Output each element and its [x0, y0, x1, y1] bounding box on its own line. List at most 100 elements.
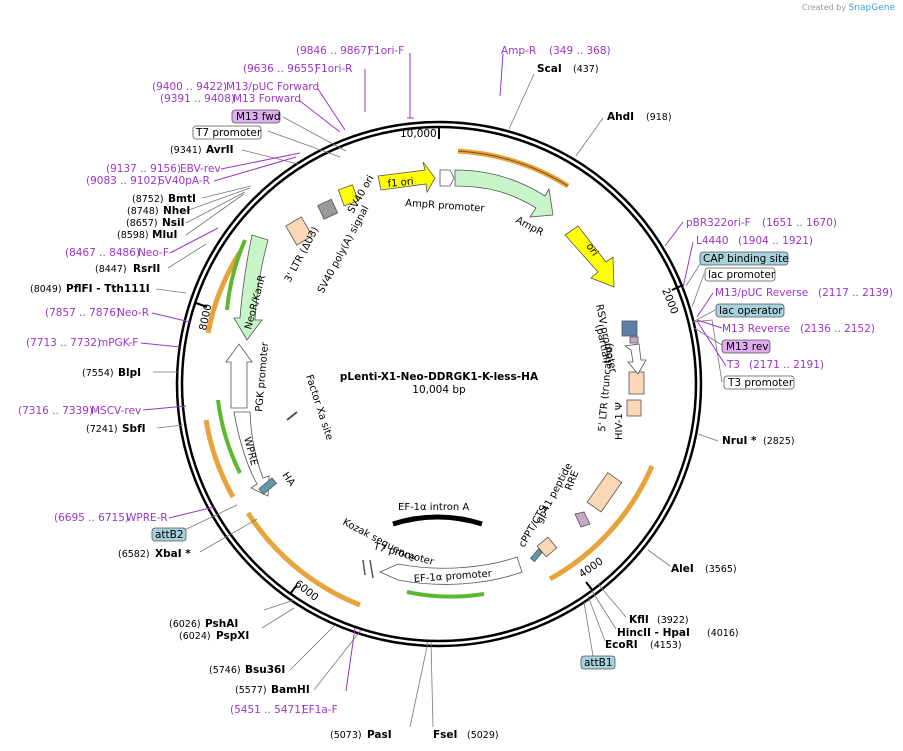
enzyme-nrui[interactable]: NruI *	[722, 435, 757, 447]
box-t3-promoter-label: T3 promoter	[727, 377, 794, 389]
primer-neo-f-range: (8467 .. 8486)	[65, 247, 140, 259]
enzyme-fsei[interactable]: FseI	[433, 729, 457, 741]
enzyme-bsu36i[interactable]: Bsu36I	[245, 664, 285, 676]
primer-wpre-r[interactable]: WPRE-R	[126, 512, 168, 524]
enzyme-pshai-pos: (6026)	[169, 619, 201, 630]
cppt-small-feature[interactable]	[530, 548, 543, 563]
enzyme-bamhi[interactable]: BamHI	[271, 684, 310, 696]
enzyme-sbfi[interactable]: SbfI	[122, 423, 146, 435]
f1-ori-feature[interactable]	[377, 161, 436, 194]
box-cap-binding-site-label: CAP binding site	[703, 253, 789, 265]
primer-amp-r[interactable]: Amp-R	[501, 45, 536, 57]
box-t3-promoter[interactable]: T3 promoter	[723, 375, 795, 390]
primer-ef1a-f-range: (5451 .. 5471)	[230, 704, 305, 716]
tick-label-10000: 10,000	[400, 128, 437, 140]
primer-l4440-range: (1904 .. 1921)	[738, 235, 813, 247]
primer-m13puc-fwd[interactable]: M13/pUC Forward	[226, 81, 319, 93]
plasmid-name: pLenti-X1-Neo-DDRGK1-K-less-HA	[340, 371, 539, 383]
primer-f1ori-r[interactable]: F1ori-R	[315, 63, 352, 75]
enzyme-hincii-hpai[interactable]: HincII - HpaI	[617, 627, 690, 639]
box-attb1[interactable]: attB1	[580, 655, 616, 670]
pgk-feature[interactable]	[225, 343, 253, 409]
rsv-feature[interactable]	[623, 343, 647, 375]
primer-wpre-r-range: (6695 .. 6715)	[54, 512, 129, 524]
primer-m13-rev[interactable]: M13 Reverse	[722, 323, 790, 335]
sv40-ori-feature[interactable]	[317, 198, 339, 220]
gp41-feature[interactable]	[574, 511, 591, 528]
enzyme-avrii[interactable]: AvrII	[206, 144, 234, 156]
box-m13-rev-label: M13 rev	[726, 341, 769, 353]
neor-feature[interactable]	[233, 234, 269, 341]
box-t7-promoter-label: T7 promoter	[195, 127, 262, 139]
created-by-banner: Created by SnapGene	[802, 3, 895, 13]
enzyme-ecori[interactable]: EcoRI	[605, 639, 638, 651]
enzyme-nhei[interactable]: NheI	[163, 205, 190, 217]
ef1a-promoter-feature[interactable]	[379, 556, 523, 585]
enzyme-scai[interactable]: ScaI	[537, 63, 562, 75]
lac-cluster-feature[interactable]	[621, 320, 638, 337]
primer-m13puc-rev[interactable]: M13/pUC Reverse	[715, 287, 808, 299]
enzyme-rsrii[interactable]: RsrII	[133, 263, 160, 275]
ltr3-feature[interactable]	[285, 216, 313, 246]
primer-mscv-rev[interactable]: MSCV-rev	[91, 405, 141, 417]
primer-t3-range: (2171 .. 2191)	[749, 359, 824, 371]
primer-mpgk-f[interactable]: mPGK-F	[98, 337, 138, 349]
enzyme-nsii[interactable]: NsiI	[162, 217, 185, 229]
enzyme-pasi[interactable]: PasI	[367, 729, 392, 741]
box-m13-fwd[interactable]: M13 fwd	[231, 109, 281, 124]
primer-neo-r[interactable]: Neo-R	[117, 307, 149, 319]
box-attb2[interactable]: attB2	[151, 527, 187, 542]
enzyme-nrui-pos: (2825)	[763, 436, 795, 447]
box-attb1-label: attB1	[584, 657, 613, 669]
enzyme-sbfi-pos: (7241)	[86, 424, 118, 435]
enzyme-scai-pos: (437)	[573, 64, 599, 75]
box-cap-binding-site[interactable]: CAP binding site	[699, 251, 789, 266]
enzyme-kfli[interactable]: KflI	[629, 614, 649, 626]
enzyme-mlui[interactable]: MluI	[152, 229, 177, 241]
enzyme-xbai[interactable]: XbaI *	[155, 548, 191, 560]
hiv-psi-label: HIV-1 Ψ	[614, 402, 625, 440]
primer-m13-rev-range: (2136 .. 2152)	[800, 323, 875, 335]
factor-xa-feature	[286, 411, 298, 421]
primer-f1ori-f[interactable]: F1ori-F	[368, 45, 404, 57]
box-lac-operator[interactable]: lac operator	[715, 303, 785, 318]
ori-feature[interactable]	[564, 225, 615, 288]
sv40-polya-feature[interactable]	[337, 184, 359, 207]
primer-neo-f[interactable]: Neo-F	[138, 247, 169, 259]
box-lac-promoter-label: lac promoter	[708, 269, 776, 281]
hiv-psi-feature[interactable]	[626, 399, 642, 417]
primer-ebv-rev[interactable]: EBV-rev	[180, 163, 221, 175]
box-m13-rev[interactable]: M13 rev	[721, 339, 771, 354]
f1-ori-label: f1 ori	[387, 176, 414, 190]
primer-t3[interactable]: T3	[726, 359, 740, 371]
m13rev-marker-feature[interactable]	[629, 336, 639, 344]
enzyme-blpi[interactable]: BlpI	[118, 367, 141, 379]
ampr-promoter-feature[interactable]	[439, 169, 455, 187]
primer-m13-fwd[interactable]: M13 Forward	[233, 93, 301, 105]
enzyme-pshai[interactable]: PshAI	[205, 618, 238, 630]
enzyme-alei[interactable]: AleI	[671, 563, 694, 575]
primer-ef1a-f[interactable]: EF1a-F	[302, 704, 338, 716]
plasmid-size: 10,004 bp	[412, 384, 466, 396]
box-t7-promoter[interactable]: T7 promoter	[192, 125, 262, 140]
ampr-feature[interactable]	[454, 169, 554, 218]
t7-inner-label: T7 promoter	[371, 541, 436, 568]
primer-ebv-rev-range: (9137 .. 9156)	[106, 163, 181, 175]
enzyme-ahdi[interactable]: AhdI	[607, 111, 634, 123]
enzyme-bmti-pos: (8752)	[132, 194, 164, 205]
enzyme-pflfi[interactable]: PflFI - Tth111I	[66, 283, 150, 295]
primer-pbr322ori-f-range: (1651 .. 1670)	[762, 217, 837, 229]
primer-sv40pa-r[interactable]: SV40pA-R	[158, 175, 210, 187]
box-lac-promoter[interactable]: lac promoter	[704, 267, 776, 282]
rre-feature[interactable]	[586, 472, 623, 513]
ltr5-feature[interactable]	[628, 371, 645, 395]
enzyme-pspxi[interactable]: PspXI	[216, 630, 249, 642]
primer-pbr322ori-f[interactable]: pBR322ori-F	[686, 217, 751, 229]
enzyme-ahdi-pos: (918)	[646, 112, 672, 123]
ha-feature[interactable]	[258, 477, 278, 495]
ori-orange-arc	[548, 465, 655, 582]
enzyme-nsii-pos: (8657)	[126, 218, 158, 229]
enzyme-bmti[interactable]: BmtI	[168, 193, 196, 205]
primer-l4440[interactable]: L4440	[696, 235, 729, 247]
wpre-orange-arc	[203, 419, 236, 499]
